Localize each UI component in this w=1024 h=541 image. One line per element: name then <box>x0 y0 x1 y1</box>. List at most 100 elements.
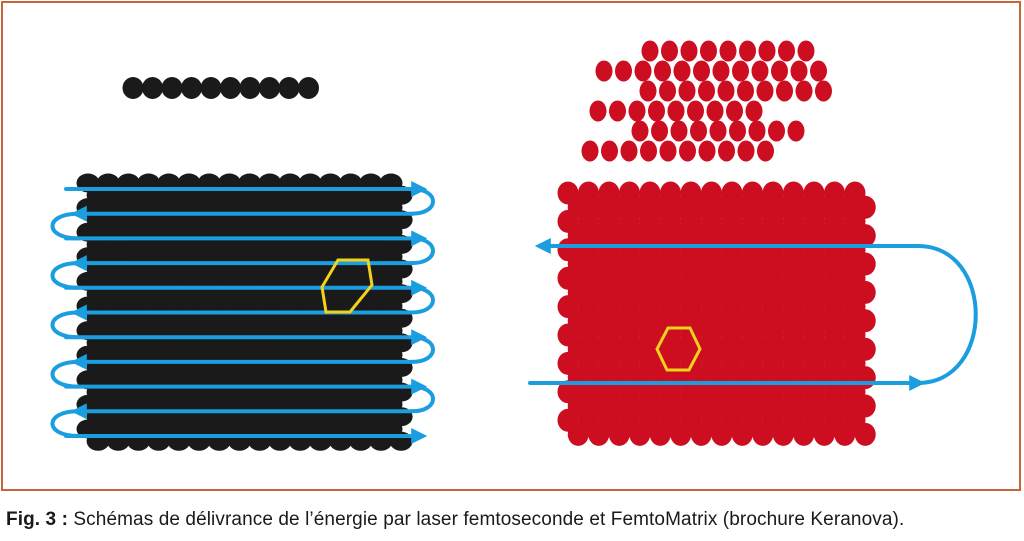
black-spot <box>161 77 183 99</box>
red-spot <box>797 40 815 62</box>
red-spot <box>640 140 657 162</box>
red-spot <box>771 60 788 82</box>
red-spot <box>609 100 626 122</box>
red-spot <box>706 100 724 122</box>
black-spot <box>220 77 241 99</box>
red-spot <box>690 422 712 446</box>
red-spot <box>687 100 704 122</box>
red-spot <box>711 422 733 446</box>
red-spot <box>680 40 698 62</box>
red-spot <box>772 422 794 446</box>
red-spot <box>667 100 685 122</box>
black-spot <box>142 77 163 99</box>
scan-turn <box>50 310 80 340</box>
scan-turn <box>50 409 80 438</box>
red-spot <box>595 60 613 82</box>
red-spot <box>670 422 692 446</box>
red-spot <box>615 60 632 82</box>
red-spot <box>608 422 630 446</box>
scan-turn <box>410 285 435 315</box>
red-spot <box>634 60 652 82</box>
red-spot <box>654 60 671 82</box>
scan-turn <box>410 335 435 364</box>
black-spot <box>298 77 319 99</box>
scan-turn <box>916 244 978 385</box>
red-spot <box>690 120 707 142</box>
red-spot <box>815 80 832 102</box>
red-spot <box>673 60 691 82</box>
red-spot <box>631 120 649 142</box>
scan-turn <box>410 236 435 266</box>
red-spot <box>588 422 610 446</box>
red-spot <box>739 40 756 62</box>
red-spot <box>700 40 717 62</box>
red-spot <box>729 120 746 142</box>
black-spot <box>181 77 202 99</box>
red-spot <box>620 140 638 162</box>
scan-turn <box>50 359 80 389</box>
left-serpentine-scan-path <box>50 181 435 444</box>
red-spot <box>748 120 766 142</box>
red-spot <box>601 140 618 162</box>
red-spot <box>581 140 599 162</box>
red-spot <box>854 422 876 446</box>
right-red-spot-block <box>557 181 876 446</box>
left-highlight-hexagon <box>320 258 374 314</box>
red-spot <box>719 40 737 62</box>
red-spot <box>778 40 795 62</box>
black-spot <box>259 77 280 99</box>
red-spot <box>752 422 774 446</box>
black-spot <box>122 77 144 99</box>
red-spot <box>661 40 678 62</box>
red-spot <box>718 140 735 162</box>
figure-caption: Fig. 3 : Schémas de délivrance de l’éner… <box>6 509 904 531</box>
red-spot <box>712 60 730 82</box>
red-spot <box>751 60 769 82</box>
black-spot <box>200 77 222 99</box>
red-spot <box>834 422 856 446</box>
red-spot <box>670 120 688 142</box>
red-spot <box>726 100 743 122</box>
red-spot <box>678 80 696 102</box>
red-spot <box>795 80 813 102</box>
black-spot <box>239 77 261 99</box>
red-spot <box>659 140 677 162</box>
red-spot <box>737 80 754 102</box>
scan-turn <box>410 384 435 414</box>
red-spot <box>737 140 755 162</box>
red-spot <box>589 100 607 122</box>
red-spot <box>629 422 651 446</box>
red-spot <box>793 422 815 446</box>
red-spot <box>758 40 776 62</box>
red-spot <box>641 40 659 62</box>
scan-turn <box>50 211 80 241</box>
red-spot <box>813 422 835 446</box>
red-spot <box>732 60 749 82</box>
red-spot <box>756 80 774 102</box>
left-single-spot-row <box>122 77 319 99</box>
red-spot <box>790 60 808 82</box>
red-spot <box>757 140 774 162</box>
red-spot <box>810 60 827 82</box>
scan-turn <box>410 187 435 216</box>
right-highlight-hexagon <box>655 326 702 372</box>
red-spot <box>717 80 735 102</box>
red-spot <box>659 80 676 102</box>
scan-turn <box>50 261 80 290</box>
red-spot <box>709 120 727 142</box>
red-spot <box>679 140 696 162</box>
red-spot <box>698 140 716 162</box>
red-spot <box>698 80 715 102</box>
red-spot <box>731 422 753 446</box>
red-spot <box>567 422 589 446</box>
red-spot <box>649 422 671 446</box>
red-spot <box>745 100 763 122</box>
red-spot <box>768 120 785 142</box>
caption-text: Schémas de délivrance de l’énergie par l… <box>68 509 905 530</box>
red-spot <box>787 120 805 142</box>
right-loop-scan-path <box>528 238 978 391</box>
red-spot <box>776 80 793 102</box>
red-spot <box>648 100 665 122</box>
red-spot <box>651 120 668 142</box>
